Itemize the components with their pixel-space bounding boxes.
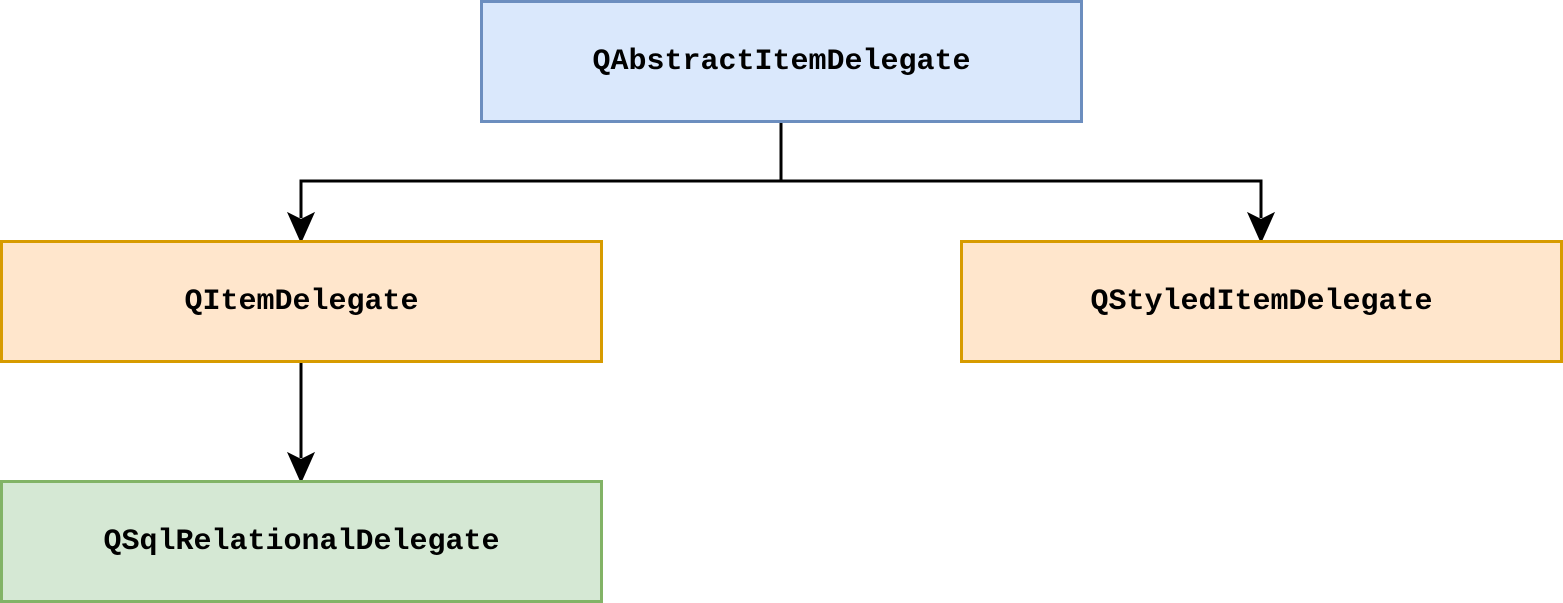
node-qitemdelegate[interactable]: QItemDelegate xyxy=(0,240,603,363)
node-label: QSqlRelationalDelegate xyxy=(103,524,500,559)
node-label: QStyledItemDelegate xyxy=(1090,284,1433,319)
node-qstyleditemdelegate[interactable]: QStyledItemDelegate xyxy=(960,240,1563,363)
node-qabstractitemdelegate[interactable]: QAbstractItemDelegate xyxy=(480,0,1083,123)
connector-root-to-qstyleditemdelegate xyxy=(781,179,1263,218)
node-label: QAbstractItemDelegate xyxy=(592,44,971,79)
arrowhead-qsqlrelationaldelegate xyxy=(286,451,316,484)
node-qsqlrelationaldelegate[interactable]: QSqlRelationalDelegate xyxy=(0,480,603,603)
node-label: QItemDelegate xyxy=(184,284,419,319)
arrowhead-qstyleditemdelegate xyxy=(1246,211,1276,244)
connector-root-to-qitemdelegate xyxy=(299,123,783,218)
arrowhead-qitemdelegate xyxy=(286,211,316,244)
